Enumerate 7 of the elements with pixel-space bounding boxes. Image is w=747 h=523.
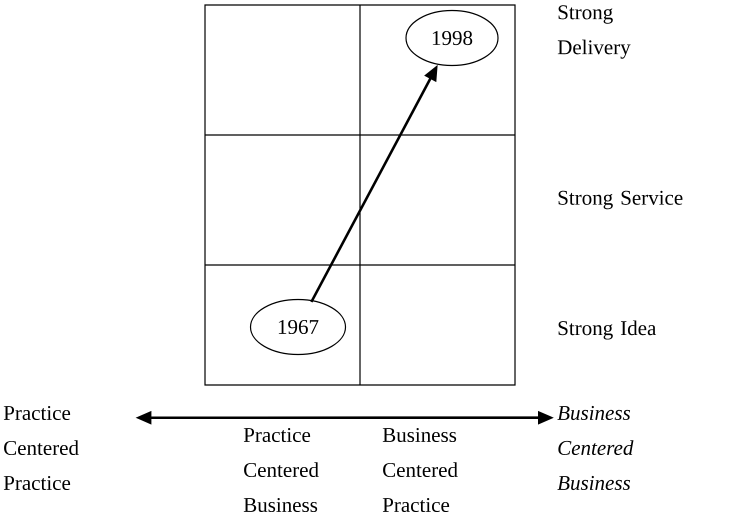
axis-end-label: Business Centered Business: [557, 406, 634, 490]
axis-end-label: Practice Centered Practice: [4, 406, 79, 490]
row-label: Strong Idea: [558, 320, 656, 340]
column-label: Business Centered Practice: [382, 428, 458, 512]
row-label: Strong Service: [558, 190, 682, 210]
column-label: Practice Centered Business: [244, 428, 319, 512]
row-label: Strong Delivery: [558, 5, 631, 59]
